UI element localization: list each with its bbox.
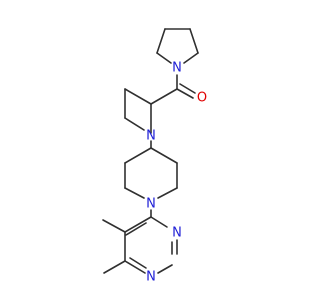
carbonyl-oxygen-label: O bbox=[197, 91, 207, 106]
methyl-bond bbox=[103, 260, 126, 274]
methyl-bond bbox=[102, 219, 126, 233]
molecule-structure-diagram: N O N N N N bbox=[102, 28, 207, 285]
bond bbox=[157, 187, 178, 199]
double-bond bbox=[125, 222, 147, 236]
bond bbox=[124, 117, 145, 131]
bond bbox=[124, 147, 152, 164]
bond bbox=[124, 216, 152, 233]
bond bbox=[189, 28, 199, 54]
amide-carbonyl bbox=[150, 74, 196, 105]
double-bond bbox=[176, 88, 194, 99]
piperidine-a-nitrogen-label: N bbox=[146, 129, 156, 144]
double-bond bbox=[179, 83, 196, 94]
pyrimidine-n3-label: N bbox=[172, 226, 182, 241]
bond bbox=[183, 52, 199, 64]
bond bbox=[150, 216, 168, 228]
bond bbox=[124, 187, 145, 199]
bond bbox=[150, 147, 178, 164]
piperidine-ring-b bbox=[124, 147, 178, 199]
piperidine-ring-a bbox=[124, 88, 152, 134]
methyl-groups bbox=[102, 219, 126, 274]
piperidine-b-nitrogen-label: N bbox=[146, 197, 156, 212]
pyrrolidine-nitrogen-label: N bbox=[172, 61, 182, 76]
pyrrolidine-ring bbox=[156, 28, 199, 64]
pyrimidine-n1-label: N bbox=[146, 270, 156, 285]
bond bbox=[124, 260, 146, 274]
bond bbox=[124, 88, 152, 105]
double-bond bbox=[129, 257, 147, 269]
bond bbox=[156, 28, 166, 54]
pyrimidine-ring bbox=[124, 216, 178, 274]
bond bbox=[156, 52, 172, 64]
bond bbox=[150, 88, 178, 105]
bond bbox=[157, 264, 173, 274]
